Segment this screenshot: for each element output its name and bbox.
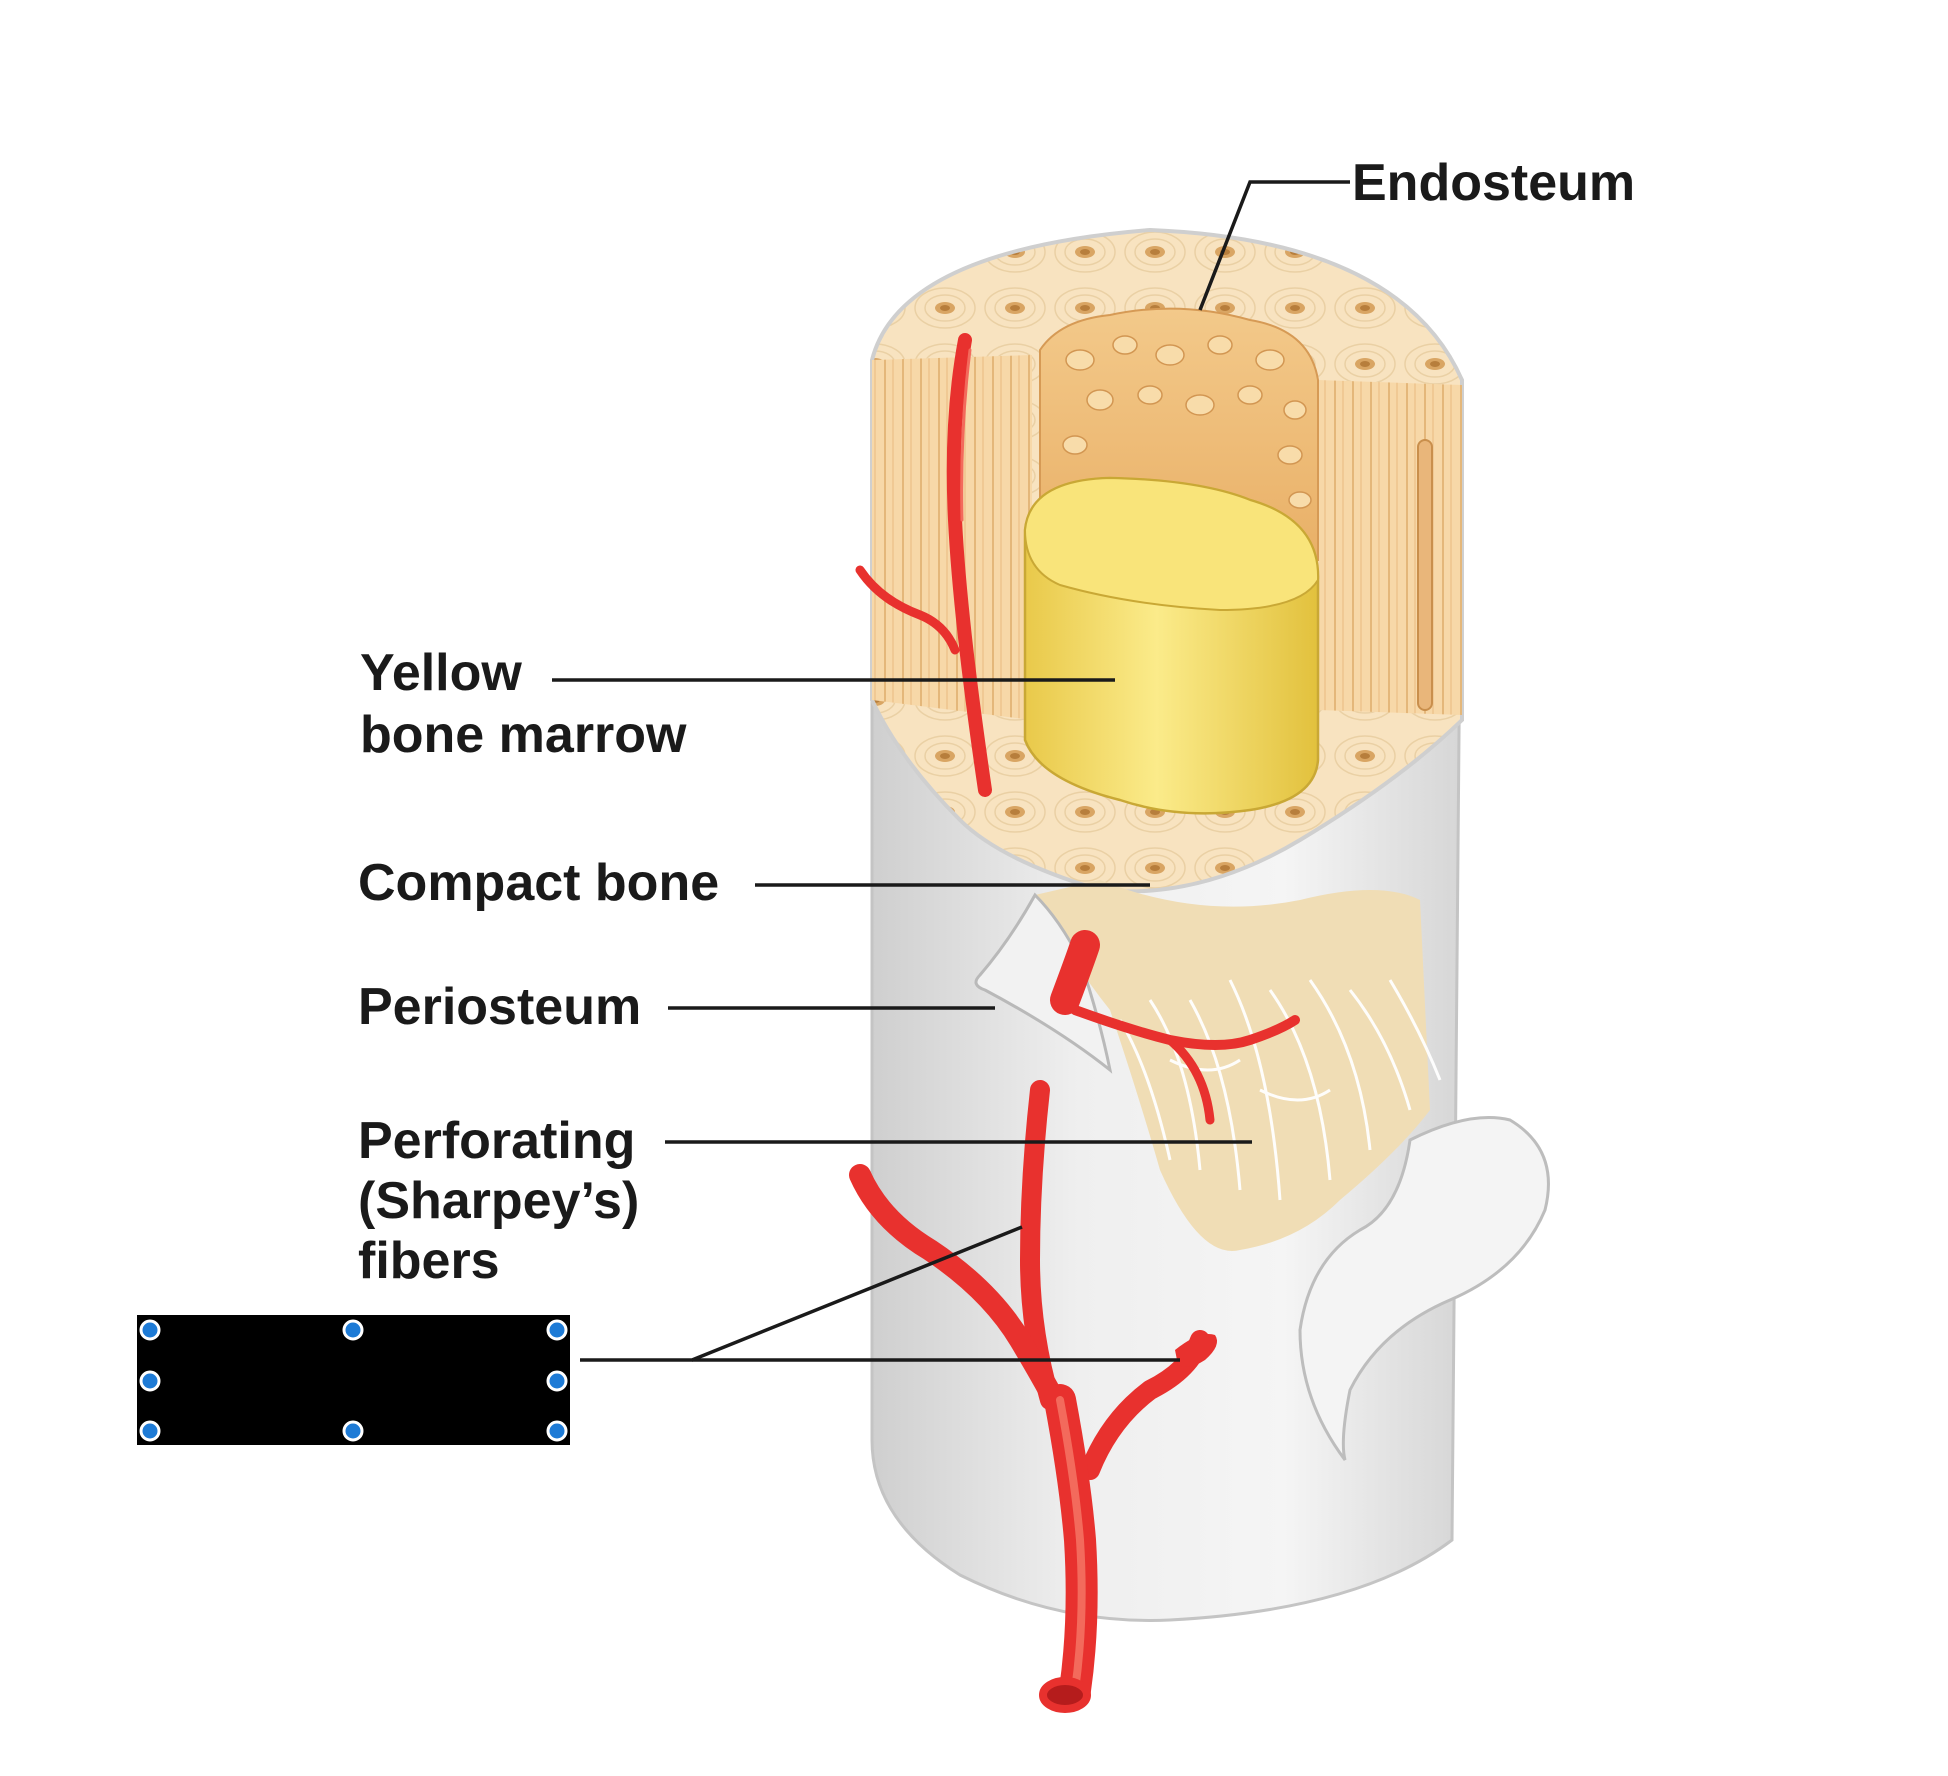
- artery-stub: [1175, 1334, 1218, 1367]
- resize-handle-icon[interactable]: [139, 1420, 161, 1442]
- label-yellow-marrow-line1: Yellow: [360, 644, 522, 702]
- compact-bone-cut-right: [1318, 380, 1462, 715]
- resize-handle-icon[interactable]: [546, 1319, 568, 1341]
- label-periosteum: Periosteum: [358, 978, 641, 1036]
- label-endosteum: Endosteum: [1352, 154, 1635, 212]
- resize-handle-icon[interactable]: [139, 1319, 161, 1341]
- label-perforating-line1: Perforating: [358, 1112, 635, 1170]
- leader-lines: [552, 180, 1350, 1362]
- yellow-marrow-top: [1023, 476, 1320, 612]
- label-perforating-line2: (Sharpey’s): [358, 1172, 639, 1230]
- resize-handle-icon[interactable]: [342, 1420, 364, 1442]
- resize-handle-icon[interactable]: [546, 1420, 568, 1442]
- canal-slot: [1417, 439, 1433, 711]
- artery-lumen: [1039, 1677, 1091, 1713]
- resize-handle-icon[interactable]: [546, 1370, 568, 1392]
- periosteum-flap-lower: [1298, 1116, 1550, 1461]
- perforating-fibers: [1118, 979, 1442, 1201]
- resize-handle-icon[interactable]: [342, 1319, 364, 1341]
- label-yellow-marrow-line2: bone marrow: [360, 706, 687, 764]
- redacted-label-box[interactable]: [137, 1315, 570, 1445]
- leader-endosteum: [1198, 180, 1350, 311]
- label-compact-bone: Compact bone: [358, 854, 719, 912]
- resize-handle-icon[interactable]: [139, 1370, 161, 1392]
- label-perforating-line3: fibers: [358, 1232, 500, 1290]
